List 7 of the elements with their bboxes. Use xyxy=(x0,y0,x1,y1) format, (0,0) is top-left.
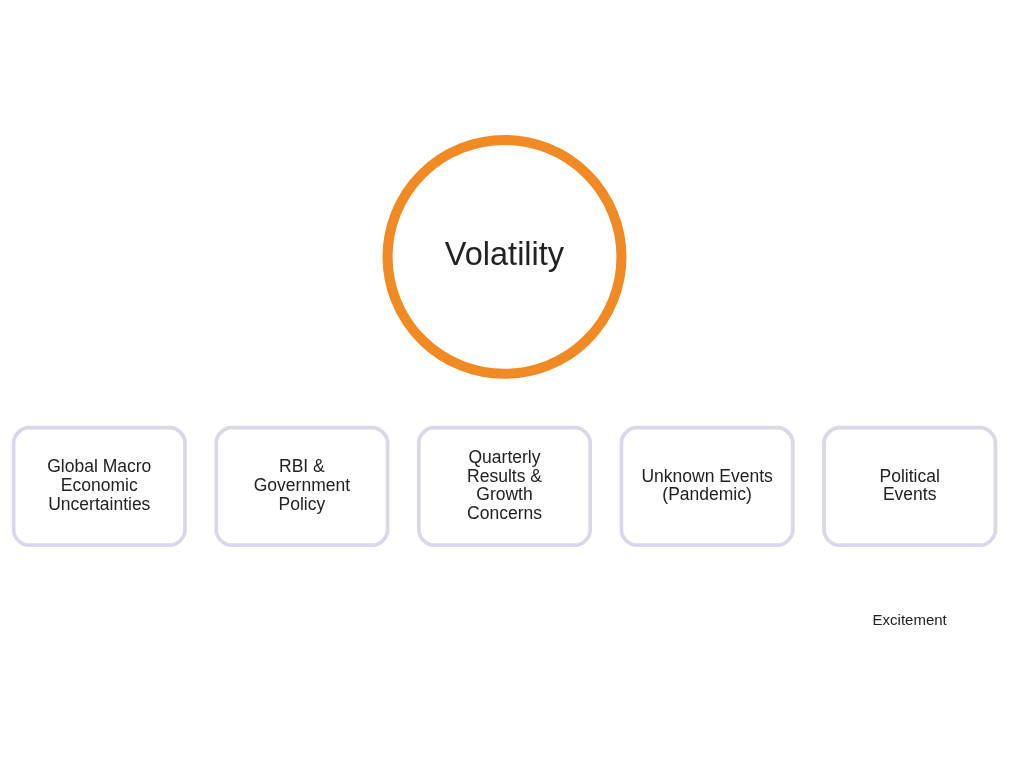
node-box: Global Macro Economic Uncertainties xyxy=(11,425,187,548)
node-box: Unknown Events (Pandemic) xyxy=(619,425,795,548)
node-box: Political Events xyxy=(822,425,998,548)
node-box: RBI & Government Policy xyxy=(214,425,390,548)
node-box: Quarterly Results & Growth Concerns xyxy=(416,425,593,548)
node-circle: Volatility xyxy=(382,135,627,379)
label: Excitement xyxy=(872,611,947,629)
